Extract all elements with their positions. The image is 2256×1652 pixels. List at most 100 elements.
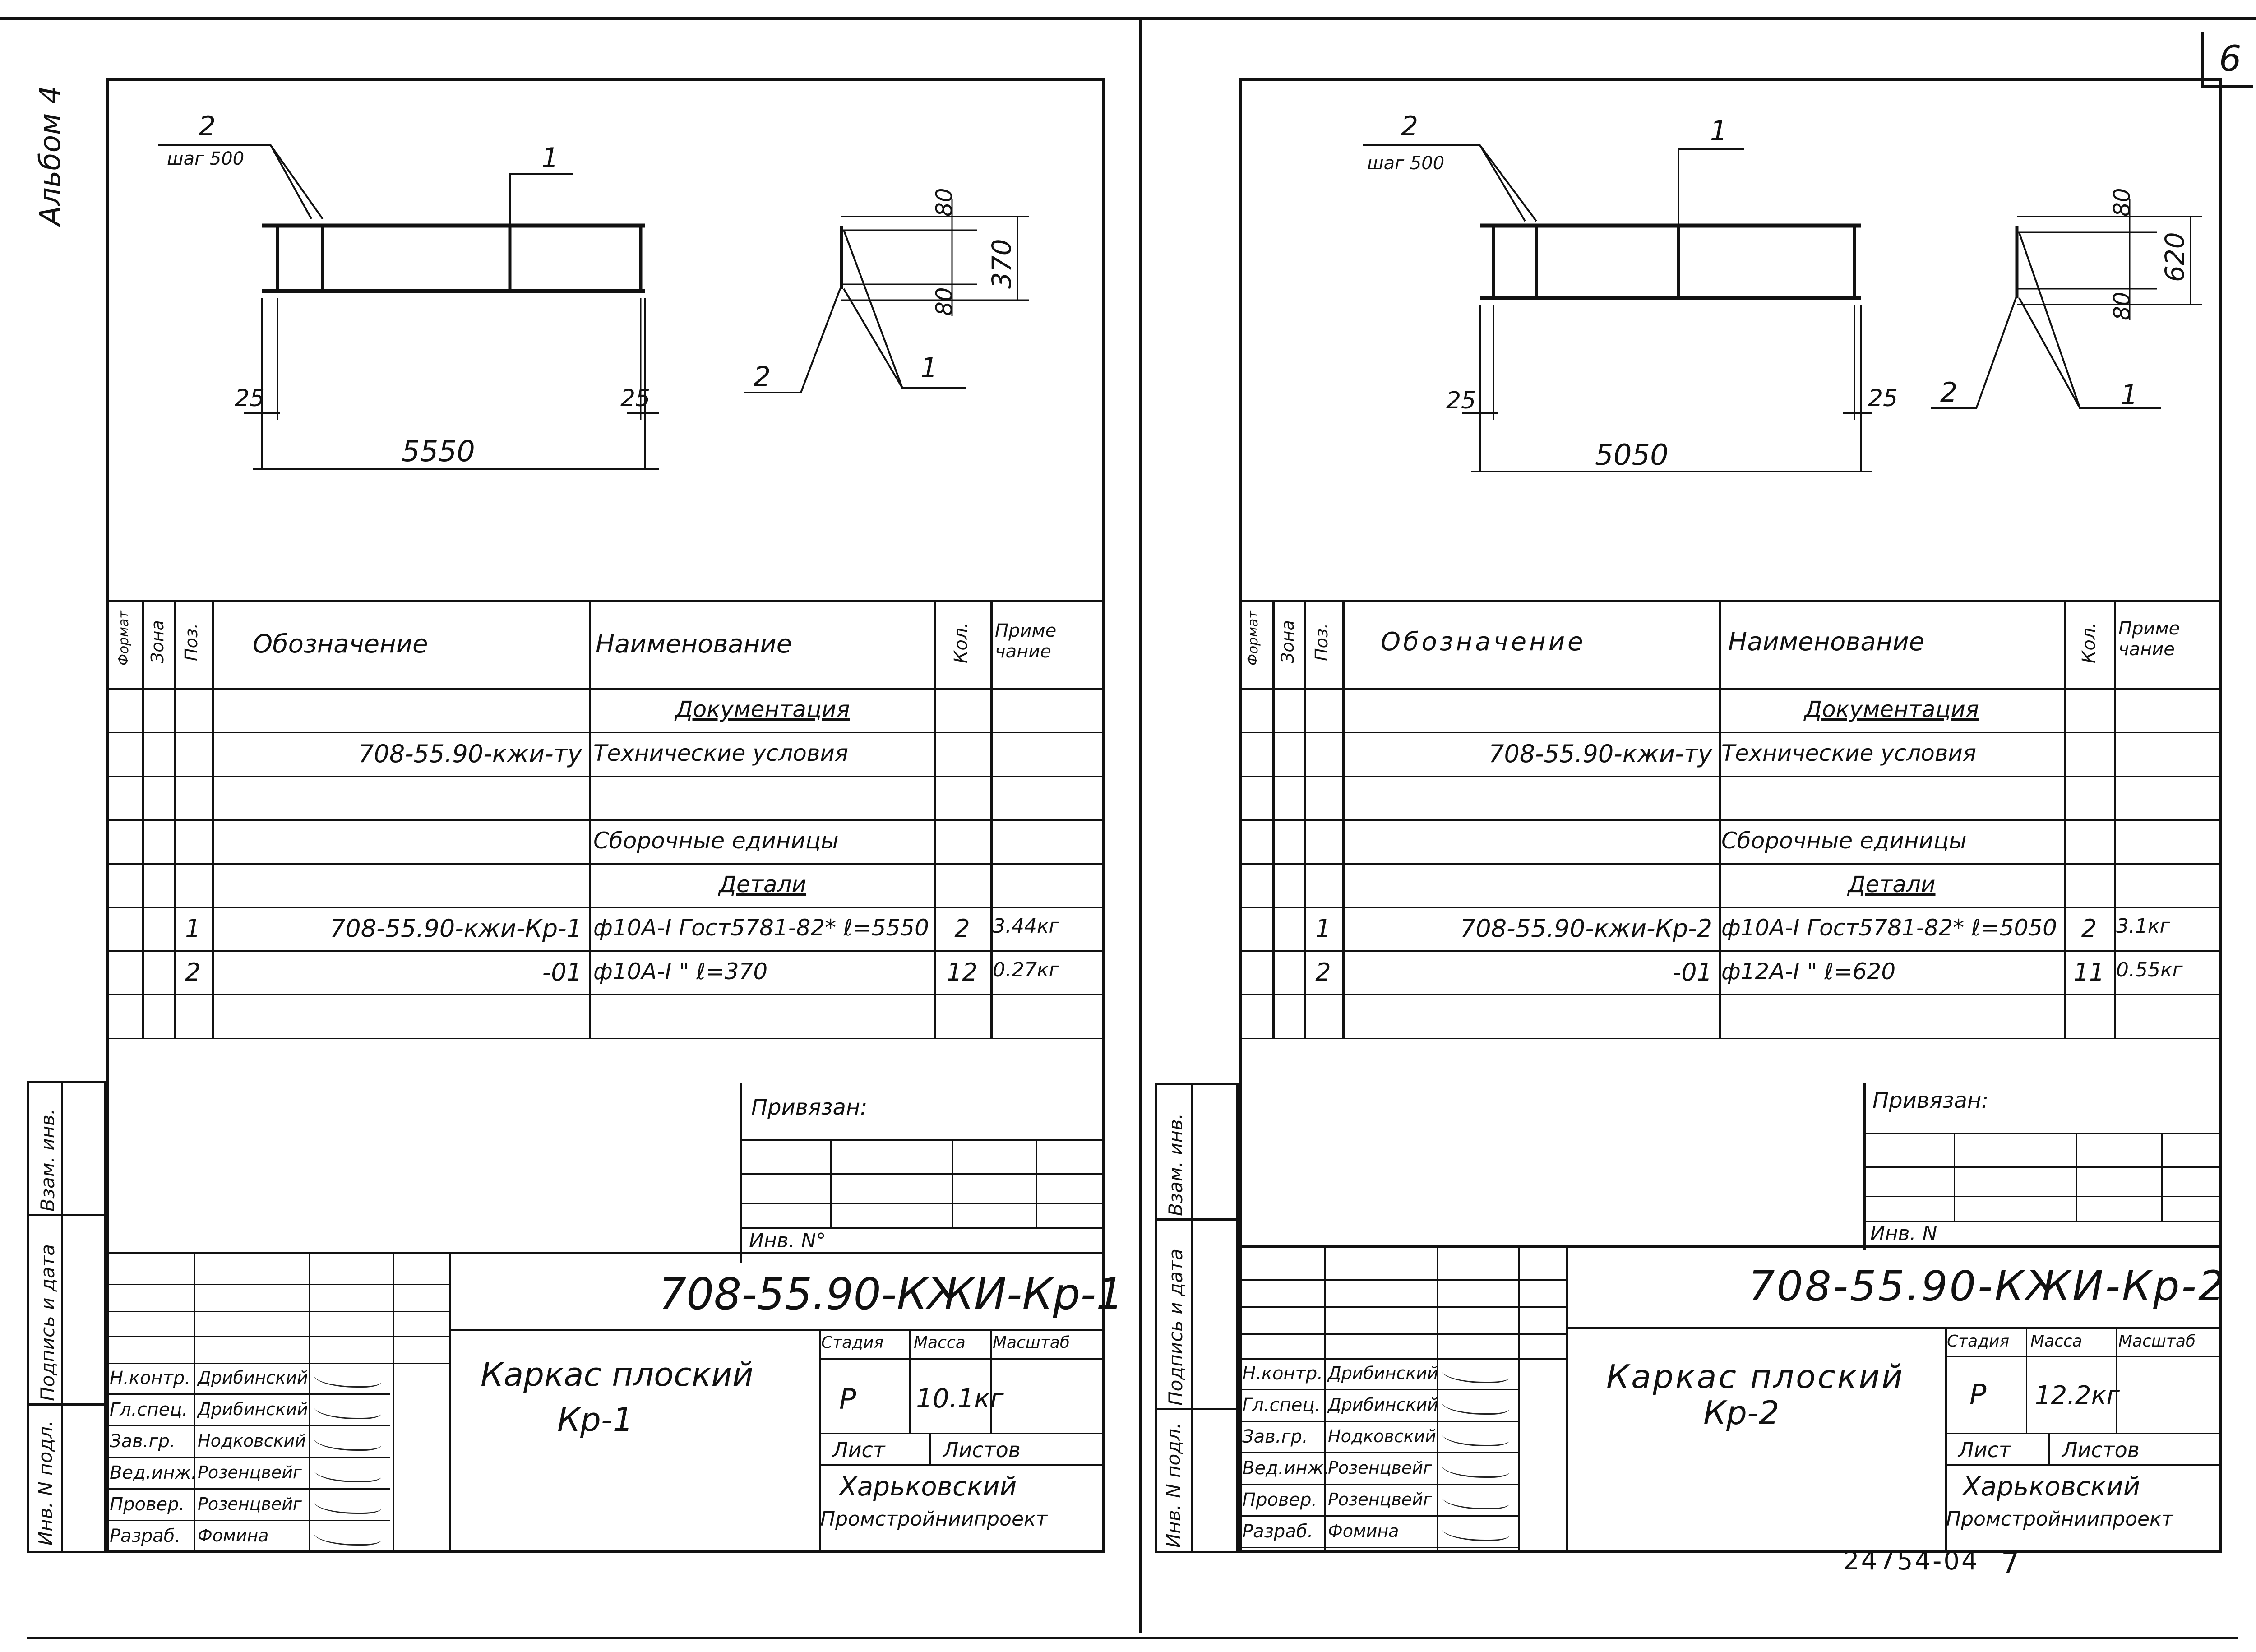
right-hdr-zona: Зона: [1278, 620, 1298, 663]
right-sg-r4: [1239, 1358, 1566, 1360]
right-leader-pos1: [1678, 148, 1744, 226]
spec-cell-naimenovanie: ф10А-I Гост5781-82* ℓ=5050: [1721, 915, 2057, 941]
staff-name: Фомина: [1328, 1521, 1399, 1541]
spec-cell-oboznachenie: 708-55.90-кжи-Кр-1: [330, 914, 582, 943]
left-pos1-label: 1: [541, 142, 559, 174]
spec-cell-poz: 2: [185, 958, 201, 987]
staff-role: Н.контр.: [1242, 1363, 1323, 1384]
right-sg-r1: [1239, 1279, 1566, 1281]
left-privyazan: Привязан:: [751, 1095, 868, 1120]
spec-row-rule: [106, 994, 1105, 996]
right-priv-r2: [1863, 1166, 2222, 1168]
right-priv-r3: [1863, 1196, 2222, 1197]
right-hdr-poz: Поз.: [1312, 623, 1331, 661]
left-sec-pos2-label: 2: [754, 361, 771, 393]
staff-role: Вед.инж.: [110, 1462, 197, 1483]
spec-cell-naimenovanie: Документация: [675, 696, 850, 722]
right-massa-label: Масса: [2030, 1332, 2082, 1351]
spec-row-rule: [1239, 994, 2222, 996]
left-sg-c1: [194, 1252, 195, 1553]
staff-row-rule: [1239, 1515, 1518, 1517]
left-pos2-label: 2: [199, 111, 216, 142]
left-inv-no: Инв. N°: [749, 1229, 826, 1252]
left-sg-c3: [393, 1252, 394, 1553]
left-priv-r1: [740, 1139, 1105, 1141]
left-dim-left-label: 25: [235, 385, 264, 412]
right-sec-pos1-label: 1: [2121, 379, 2138, 411]
staff-row-rule: [106, 1551, 390, 1553]
staff-name: Дрибинский: [198, 1399, 308, 1419]
left-leader-pos1: [509, 173, 573, 226]
right-tb-c-listov: [2048, 1433, 2050, 1464]
spec-cell-naimenovanie: ф12А-I " ℓ=620: [1721, 958, 1896, 985]
left-dim-right-label: 25: [620, 385, 650, 412]
staff-role: Разраб.: [110, 1526, 181, 1546]
right-hdr-naimenovanie: Наименование: [1728, 627, 1925, 657]
left-sg-c2: [309, 1252, 310, 1553]
sheet-number: 6: [2219, 39, 2242, 79]
spec-cell-primechanie: 3.44кг: [993, 915, 1059, 938]
left-sheet-frame: [106, 78, 1105, 1553]
left-sg-r2: [106, 1311, 449, 1312]
page-top-rule: [0, 17, 2256, 20]
spec-row-rule: [1239, 819, 2222, 821]
left-strip-vzam: Взам. инв.: [37, 1108, 59, 1212]
right-massa-value: 12.2кг: [2035, 1381, 2120, 1410]
right-step-label: шаг 500: [1367, 153, 1444, 174]
staff-row-rule: [106, 1425, 390, 1426]
right-spec-col-prim: [2114, 600, 2116, 1038]
staff-name: Дрибинский: [1328, 1395, 1438, 1415]
left-sg-r3: [106, 1336, 449, 1337]
right-priv-c3: [2161, 1133, 2163, 1221]
right-sg-r3: [1239, 1333, 1566, 1335]
signature-scribble: [1442, 1489, 1509, 1509]
left-strip-r1: [27, 1214, 106, 1216]
right-privyazan: Привязан:: [1872, 1088, 1989, 1113]
spec-cell-oboznachenie: 708-55.90-кжи-Кр-2: [1460, 914, 1712, 943]
signature-scribble: [1442, 1521, 1509, 1541]
staff-row-rule: [106, 1520, 390, 1521]
right-strip-divider: [1191, 1083, 1193, 1553]
right-sec-leader2: [1931, 297, 2017, 409]
right-spec-col-obozn: [1342, 600, 1345, 1038]
spec-cell-naimenovanie: Сборочные единицы: [1721, 827, 1967, 854]
right-tb-title-right: [1945, 1327, 1947, 1553]
right-dim-left-label: 25: [1446, 387, 1476, 414]
left-sg-r1: [106, 1284, 449, 1285]
staff-row-rule: [106, 1457, 390, 1458]
right-tb-list-row: [1945, 1433, 2222, 1434]
spec-cell-oboznachenie: -01: [1672, 958, 1712, 987]
staff-name: Дрибинский: [1328, 1363, 1438, 1383]
right-height-label: 620: [2159, 232, 2190, 282]
right-sg-c3: [1518, 1245, 1520, 1553]
left-spec-col-prim: [990, 600, 993, 1038]
right-spec-col-poz: [1304, 600, 1306, 1038]
right-doc-code: 708-55.90-КЖИ-Кр-2: [1748, 1262, 2227, 1310]
right-pos1-label: 1: [1710, 115, 1727, 147]
right-leader-pos2b: [1479, 144, 1526, 222]
spec-row-rule: [106, 863, 1105, 865]
inventory-page: 7: [2001, 1546, 2020, 1580]
spec-cell-oboznachenie: -01: [542, 958, 582, 987]
left-hdr-oboznachenie: Обозначение: [253, 629, 428, 659]
left-tb-c-listov: [929, 1433, 931, 1464]
left-step-label: шаг 500: [167, 148, 244, 169]
staff-role: Зав.гр.: [110, 1431, 176, 1452]
left-priv-r3: [740, 1203, 1105, 1204]
left-strip-divider: [61, 1081, 63, 1553]
right-hdr-format: Формат: [1245, 611, 1261, 666]
left-sec-leader1b: [843, 288, 903, 389]
right-hdr-primechanie: Приме чание: [2118, 618, 2180, 660]
staff-role: Н.контр.: [110, 1368, 190, 1388]
right-spec-top: [1239, 600, 2222, 602]
right-listov-label: Листов: [2062, 1438, 2140, 1462]
spec-row-rule: [106, 819, 1105, 821]
left-tb-c-massa: [909, 1329, 911, 1433]
left-spec-col-naim: [589, 600, 591, 1038]
left-spec-col-poz: [174, 600, 176, 1038]
signature-scribble: [314, 1399, 381, 1419]
left-tb-sep: [449, 1329, 1105, 1331]
right-tb-org-row: [1945, 1464, 2222, 1466]
